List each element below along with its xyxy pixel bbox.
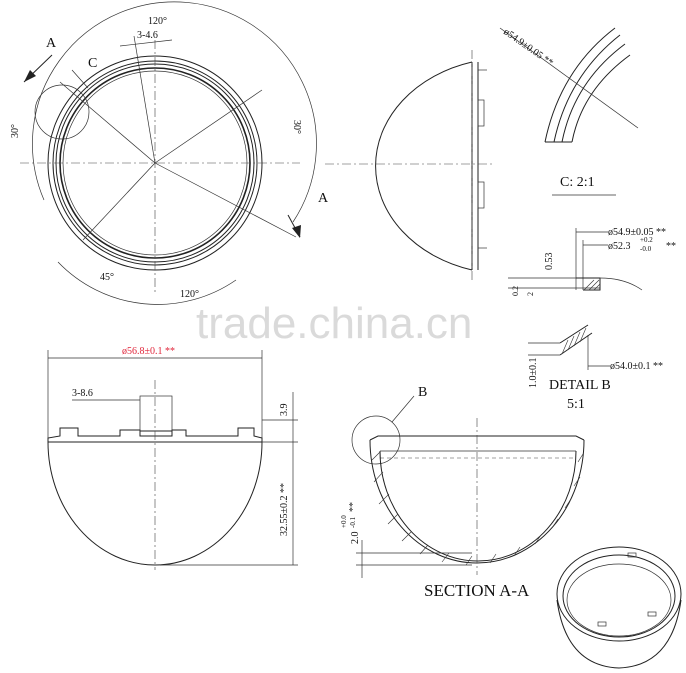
angle-right-label: 30°: [291, 120, 302, 134]
detail-b-dim-02: 0.2: [511, 286, 520, 296]
section-dim-thickness-tol-upper: +0.0: [340, 515, 348, 528]
angle-left-label: 30°: [10, 124, 21, 138]
detail-b-dim-top-b-tol-lower: -0.0: [640, 245, 652, 253]
detail-b-leader: [391, 395, 415, 423]
section-shell-hatch: [371, 451, 584, 566]
detail-c-leader: [71, 69, 89, 89]
detail-c-arc-2: [553, 34, 621, 143]
angle-top-label: 120°: [148, 16, 167, 27]
angle-line-4: [133, 35, 156, 164]
watermark: trade.china.cn: [196, 299, 472, 348]
section-shell-inner: [379, 450, 577, 562]
side-slot-2: [477, 181, 485, 209]
angle-bottom-label: 120°: [180, 289, 199, 300]
front-dim-height-total: 32.55±0.2 **: [279, 483, 290, 536]
iso-tab-2: [647, 611, 657, 617]
detail-b-dim-wall: 1.0±0.1: [528, 358, 539, 389]
detail-b-dim-top-b-tol-upper: +0.2: [640, 236, 653, 244]
section-label: SECTION A-A: [424, 581, 530, 600]
section-dim-thickness-tol-lower: -0.1: [349, 516, 357, 528]
isometric-view: [556, 546, 682, 669]
section-arrow-upper-head: [24, 70, 36, 82]
detail-b-dim-top-b-mark: **: [666, 241, 676, 252]
iso-tab-3: [627, 552, 637, 558]
detail-b-title: DETAIL B: [549, 378, 611, 393]
front-dim-slot: 3-8.6: [72, 388, 93, 399]
angle-line-5: [154, 89, 263, 164]
front-view: ø56.8±0.1 ** 3-8.6 3.9 32.55±0.2 **: [47, 346, 298, 570]
detail-c-outer-arc: [544, 27, 616, 143]
section-arrow-lower-head: [292, 225, 301, 238]
angle-lower-label: 45°: [100, 272, 114, 283]
angle-dimension-arc-lower: [57, 261, 237, 305]
section-mark-lower: A: [318, 191, 329, 206]
angle-line-2: [154, 162, 297, 238]
detail-c-dim: ø54.9±0.05 **: [501, 26, 555, 68]
detail-b: ø54.9±0.05 ** ø52.3 +0.2 -0.0 ** 0.53 0.…: [508, 227, 676, 412]
section-dim-thickness-mark: **: [348, 502, 359, 512]
iso-rim-outer: [556, 546, 682, 642]
side-slot-1: [477, 99, 485, 127]
front-dome: [47, 441, 263, 566]
front-slot-window: [139, 430, 173, 437]
section-a-a: B 2.0 +0.0 -0: [340, 385, 585, 600]
detail-b-dim-2: 2: [526, 292, 535, 296]
detail-b-hatch-bottom: [561, 327, 587, 355]
detail-b-dim-top-b: ø52.3: [608, 241, 631, 252]
iso-tab-1: [597, 621, 607, 627]
detail-c-arc-4: [571, 54, 631, 143]
angle-dimension-arc: [32, 1, 317, 223]
detail-b-circle: [351, 415, 401, 465]
detail-b-dim-053: 0.53: [544, 253, 555, 271]
iso-rim-inner: [562, 554, 676, 638]
iso-rim-inner-2: [566, 563, 672, 637]
front-dim-diameter: ø56.8±0.1 **: [122, 346, 175, 357]
dim-slot-label: 3-4.6: [137, 30, 158, 41]
detail-b-profile-right: [599, 277, 643, 291]
detail-b-wall-line: [559, 332, 593, 356]
angle-line-3: [82, 162, 156, 241]
detail-b-scale: 5:1: [567, 397, 585, 412]
detail-c-scale-label: C: 2:1: [560, 175, 595, 190]
side-view: [325, 50, 492, 280]
iso-dome: [556, 599, 682, 669]
front-dim-height-rim: 3.9: [279, 404, 290, 417]
detail-b-dim-top-a: ø54.9±0.05 **: [608, 227, 666, 238]
detail-c-dim-line: [499, 27, 639, 129]
detail-b-callout: B: [418, 385, 427, 400]
detail-c-arc-3: [561, 43, 626, 143]
section-mark-upper: A: [46, 36, 57, 51]
detail-c-circle: [34, 84, 90, 140]
top-view: 120° 3-4.6 A C 30° 30° A 45° 120°: [10, 1, 329, 305]
front-slot: [139, 395, 173, 437]
detail-b-hatch-top: [583, 279, 601, 291]
detail-c: ø54.9±0.05 ** C: 2:1: [499, 26, 639, 196]
detail-b-wall-line-2: [559, 324, 589, 344]
angle-line-1: [59, 81, 156, 164]
dim-slot-line: [119, 39, 173, 47]
section-dim-thickness: 2.0: [350, 532, 361, 545]
dome-profile: [375, 61, 473, 271]
detail-c-label: C: [88, 56, 97, 71]
detail-b-dim-bottom: ø54.0±0.1 **: [610, 361, 663, 372]
